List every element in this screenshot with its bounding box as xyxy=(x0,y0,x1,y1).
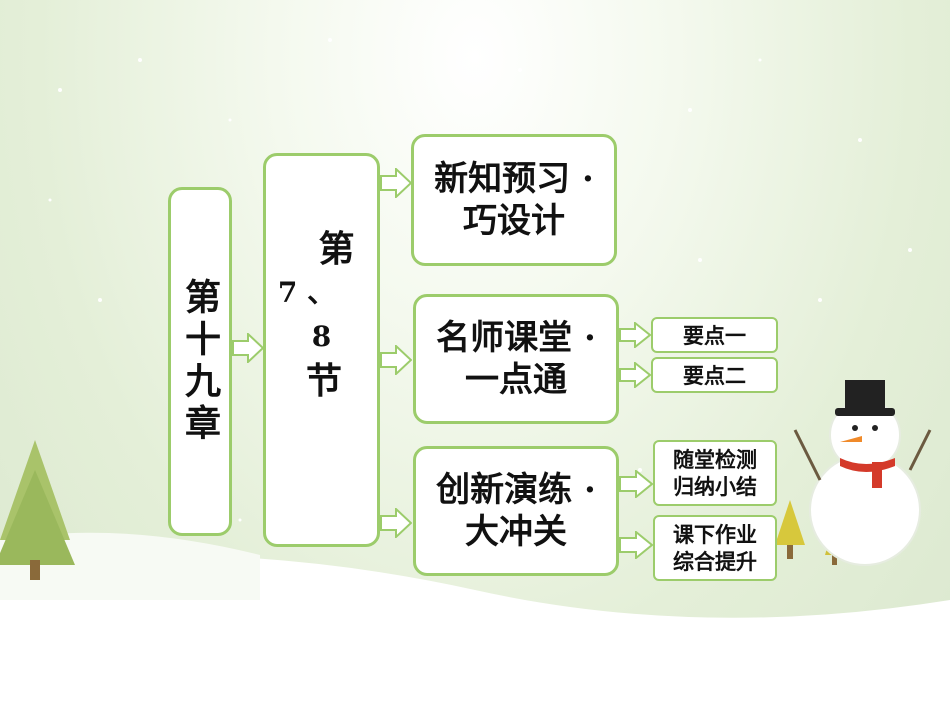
arrow-practice-to-homework-icon xyxy=(619,531,653,559)
branch-box-preview[interactable]: 新知预习 · 巧设计 xyxy=(411,134,617,266)
snowman-icon xyxy=(793,380,932,566)
branch-practice-line1: 创新演练 · xyxy=(436,470,596,510)
subitem-key-point-2-label: 要点二 xyxy=(683,362,746,388)
section-line4: 节 xyxy=(305,360,342,402)
arrow-section-to-preview-icon xyxy=(380,168,412,198)
section-line2: 7 、 xyxy=(277,276,336,309)
section-box: 第 7 、 8 节 xyxy=(263,153,380,547)
arrow-lecture-to-point2-icon xyxy=(619,362,651,388)
branch-lecture-line2: 一点通 xyxy=(465,360,567,400)
tree-left-icon xyxy=(0,440,75,580)
section-line1: 第 xyxy=(318,228,355,270)
branch-box-practice[interactable]: 创新演练 · 大冲关 xyxy=(413,446,619,576)
arrow-chapter-to-section-icon xyxy=(232,333,264,363)
subitem-class-test-line1: 随堂检测 xyxy=(673,447,757,472)
branch-lecture-line1: 名师课堂 · xyxy=(436,318,596,358)
subitem-homework-line1: 课下作业 xyxy=(673,522,757,547)
branch-box-lecture[interactable]: 名师课堂 · 一点通 xyxy=(413,294,619,424)
branch-practice-line2: 大冲关 xyxy=(465,512,567,552)
branch-preview-line1: 新知预习 · xyxy=(434,159,594,199)
subitem-class-test-line2: 归纳小结 xyxy=(673,474,757,499)
section-line3: 8 xyxy=(311,320,332,353)
subitem-homework[interactable]: 课下作业 综合提升 xyxy=(653,515,777,581)
snowflakes xyxy=(48,38,912,522)
arrow-lecture-to-point1-icon xyxy=(619,322,651,348)
arrow-section-to-practice-icon xyxy=(380,508,412,538)
subitem-homework-line2: 综合提升 xyxy=(673,549,757,574)
subitem-key-point-1-label: 要点一 xyxy=(683,322,746,348)
subitem-key-point-2[interactable]: 要点二 xyxy=(651,357,778,393)
arrow-practice-to-test-icon xyxy=(619,470,653,498)
branch-preview-line2: 巧设计 xyxy=(463,201,565,241)
chapter-box: 第十九章 xyxy=(168,187,232,536)
subitem-key-point-1[interactable]: 要点一 xyxy=(651,317,778,353)
arrow-section-to-lecture-icon xyxy=(380,345,412,375)
subitem-class-test[interactable]: 随堂检测 归纳小结 xyxy=(653,440,777,506)
chapter-label: 第十九章 xyxy=(179,277,221,446)
section-label: 第 7 、 8 节 xyxy=(278,227,365,403)
